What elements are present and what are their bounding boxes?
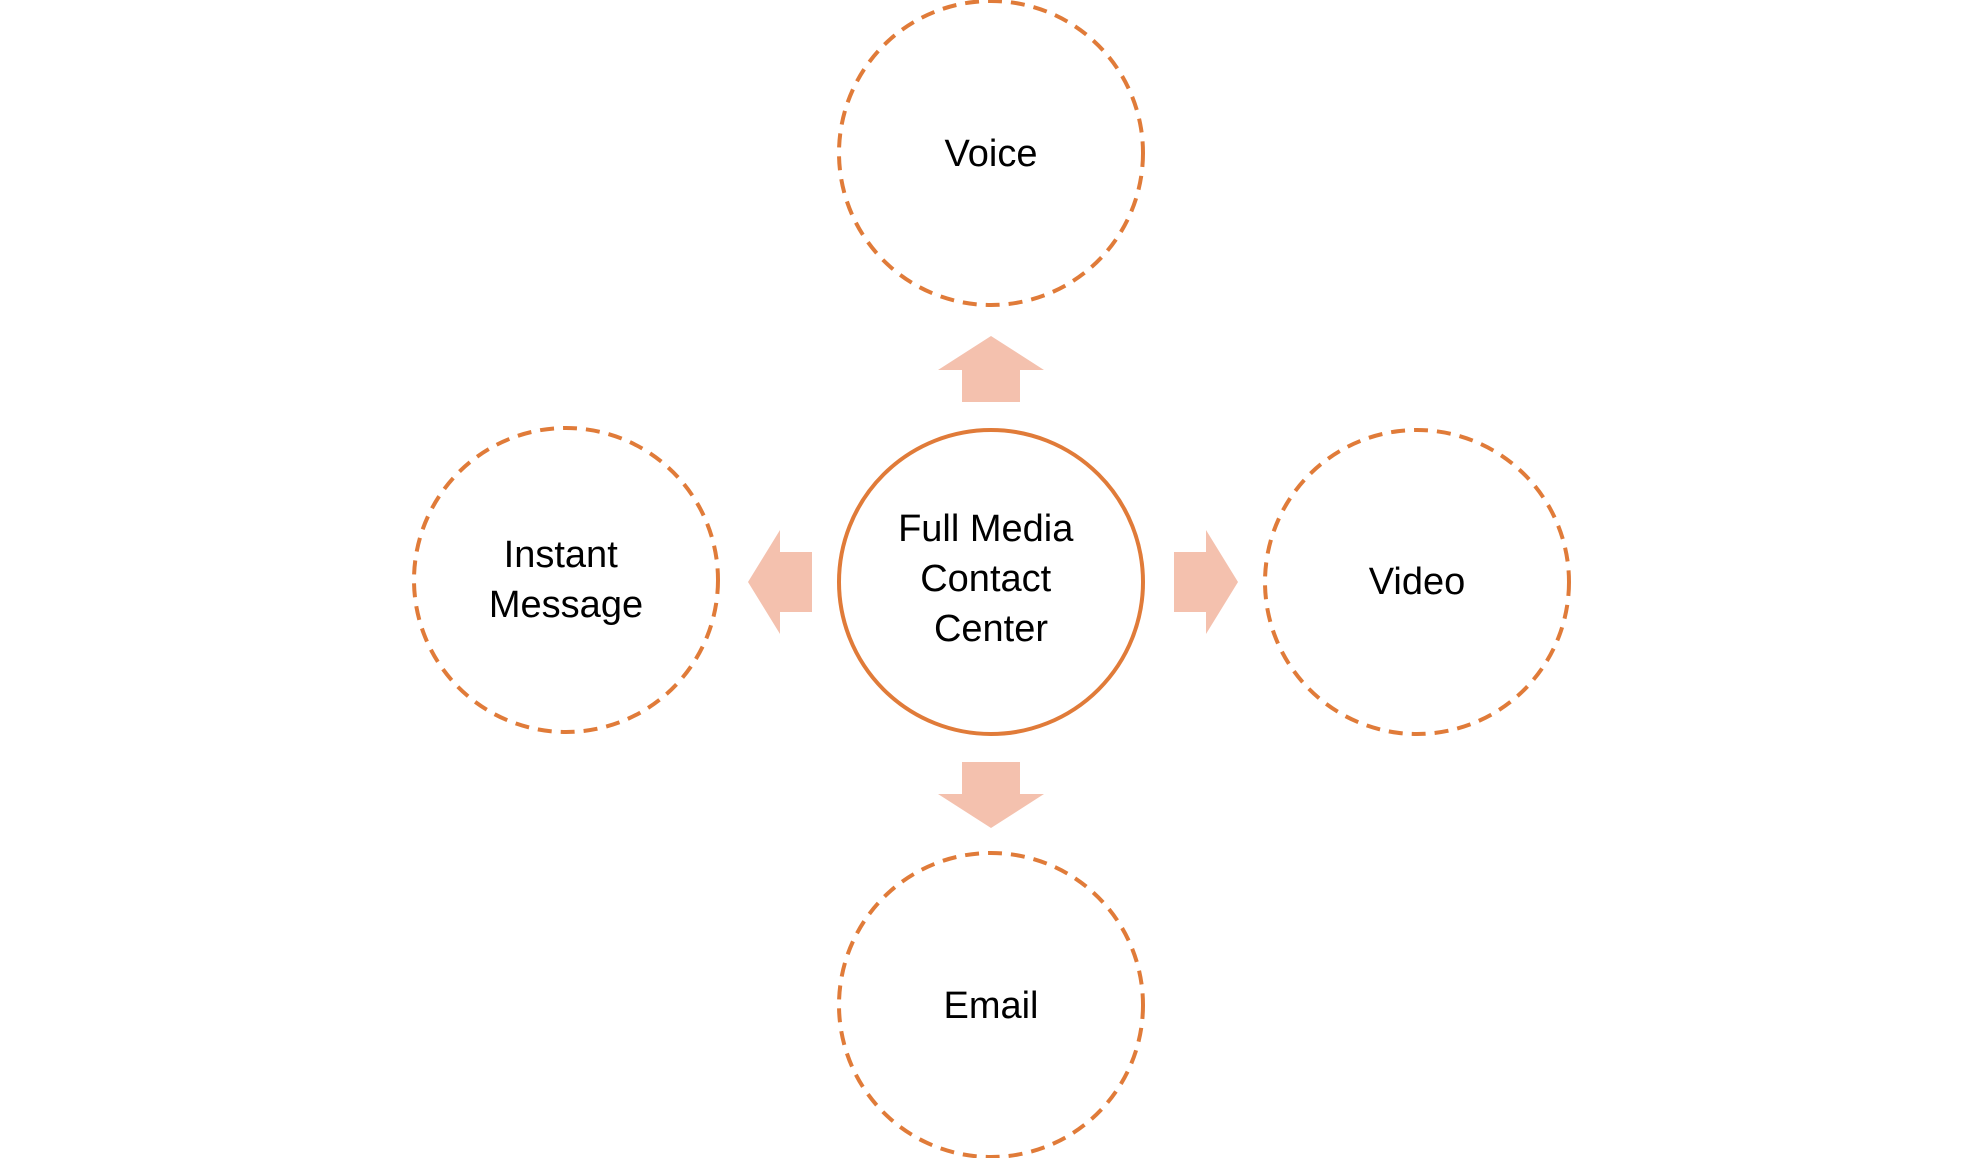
center-label-line1: Full Media bbox=[898, 508, 1074, 550]
arrow-down-to-email bbox=[938, 762, 1044, 828]
arrow-right-to-video bbox=[1174, 530, 1238, 634]
center-label-line3: Center bbox=[934, 608, 1048, 650]
svg-text:Instant Message: Instant Message bbox=[489, 534, 643, 626]
svg-text:Full Media Contact Cen: Full Media Contact Center bbox=[898, 508, 1084, 650]
center-node bbox=[837, 428, 1145, 736]
instant-message-node bbox=[412, 426, 720, 734]
arrow-left-to-instant-message bbox=[748, 530, 812, 634]
center-label-line2: Contact bbox=[920, 558, 1051, 600]
arrow-up-to-voice bbox=[938, 336, 1044, 402]
instant-message-label-line2: Message bbox=[489, 584, 643, 626]
video-label: Video bbox=[1369, 561, 1466, 603]
voice-node bbox=[837, 0, 1145, 307]
voice-label: Voice bbox=[945, 133, 1038, 175]
email-node bbox=[837, 851, 1145, 1158]
instant-message-label-line1: Instant bbox=[504, 534, 619, 576]
email-label: Email bbox=[943, 985, 1038, 1027]
video-node bbox=[1263, 428, 1571, 736]
